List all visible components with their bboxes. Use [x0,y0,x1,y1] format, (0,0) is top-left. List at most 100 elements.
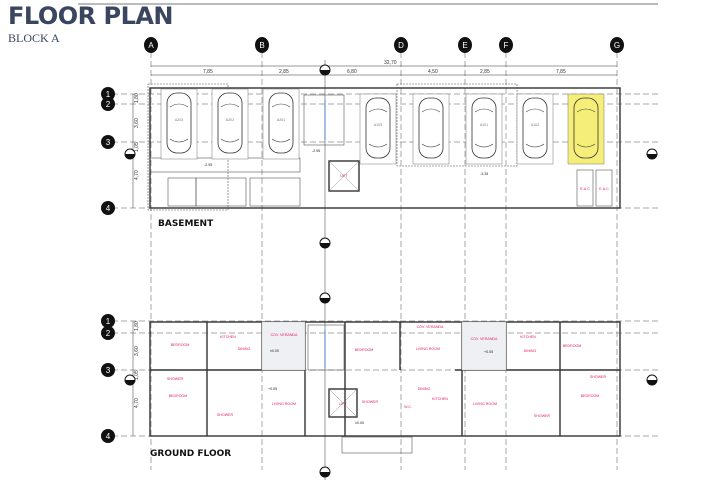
dimension-vertical: 1,80 [134,93,140,103]
level-mark: -2.95 [312,149,320,153]
level-mark: +0.05 [484,350,493,354]
row-marker: 4 [101,429,115,443]
car-icon [471,97,497,159]
room-label-bedroom: BEDROOM [355,348,374,352]
level-mark: -3.35 [480,172,488,176]
eac-label: E.A.C [599,187,609,191]
car-icon [268,92,294,154]
column-marker-label: E [462,41,467,50]
section-marker-icon [319,64,331,76]
section-marker-icon [646,148,658,160]
section-marker-icon [124,148,136,160]
column-marker-label: F [504,41,509,50]
dimension-total: 32,70 [384,60,397,66]
parking-space [412,93,450,165]
row-marker-label: 2 [106,100,111,109]
dimension-segment: 6,80 [347,69,357,75]
car-icon [365,97,391,159]
row-marker-label: 4 [106,432,111,441]
room-label-wc: W.C. [404,405,412,409]
parking-space: A103 [359,93,397,165]
section-marker-icon [646,374,658,386]
page-title: FLOOR PLAN [8,2,174,30]
column-marker-label: D [398,41,404,50]
dimension-segment: 4,50 [428,69,438,75]
basement-label: BASEMENT [158,219,214,229]
room-label-living: LIVING ROOM [272,402,296,406]
room-label-shower: SHOWER [217,413,234,417]
parking-space-label: A203 [175,118,183,122]
section-marker-icon [124,374,136,386]
row-marker-label: 1 [106,317,111,326]
ground-floor-plan: BEDROOM KITCHEN DINING COV. VERANDA SHOW… [149,321,621,459]
column-marker: F [499,37,513,53]
dimension-segment: 2,85 [480,69,490,75]
parking-space [567,93,605,165]
level-mark: ±0.00 [355,421,364,425]
room-label-shower: SHOWER [590,375,607,379]
lift-shaft [328,160,360,192]
room-label-shower: SHOWER [362,400,379,404]
car-icon [418,97,444,159]
room-label-dining: DINING [238,347,251,351]
row-marker: 3 [101,363,115,377]
room-label-dining: DINING [418,387,431,391]
row-marker-label: 4 [106,204,111,213]
room-label-bedroom: BEDROOM [581,394,600,398]
dimension-vertical: 1,05 [134,142,140,152]
parking-space-label: A201 [277,118,285,122]
room-label-veranda: COV. VERANDA [471,337,498,341]
level-mark: ±0.00 [270,349,279,353]
parking-space: A101 [465,93,503,165]
section-marker-icon [319,466,331,478]
column-marker: E [458,37,472,53]
room-label-living: LIVING ROOM [416,347,440,351]
car-icon [573,97,599,159]
dimension-segment: 7,85 [203,69,213,75]
car-icon [217,92,243,154]
dimension-chain: 32,70 7,85 2,85 6,80 4,50 2,85 7,85 1,80… [132,60,617,436]
row-marker-label: 2 [106,329,111,338]
car-icon [522,97,548,159]
car-icon [166,92,192,154]
section-marker-icon [319,292,331,304]
parking-space: A102 [516,93,554,165]
room-label-veranda: COV. VERANDA [417,325,444,329]
parking-space-label: A103 [374,123,382,127]
column-marker: B [255,37,269,53]
row-marker-label: 1 [106,90,111,99]
dimension-segment: 7,85 [556,69,566,75]
stairs [303,94,345,146]
parking-space: A202 [211,88,249,160]
room-label-veranda: COV. VERANDA [271,333,298,337]
dimension-vertical: 4,70 [134,398,140,408]
room-label-bedroom: BEDROOM [171,343,190,347]
room-label-shower: SHOWER [534,414,551,418]
column-marker: D [394,37,408,53]
column-marker: A [144,37,158,53]
room-label-kitchen: KITCHEN [220,335,236,339]
row-marker-label: 3 [106,366,111,375]
dimension-vertical: 3,60 [134,346,140,356]
column-marker-label: A [148,41,154,50]
row-marker: 2 [101,97,115,111]
room-label-shower: SHOWER [167,377,184,381]
level-mark: +0.05 [268,387,277,391]
lift-label: LIFT [340,174,348,178]
dimension-vertical: 4,70 [134,170,140,180]
page-subtitle: BLOCK A [8,31,60,45]
dimension-vertical: 3,60 [134,118,140,128]
column-marker-label: B [259,41,264,50]
header-rule [78,3,658,5]
row-marker: 3 [101,135,115,149]
room-label-kitchen: KITCHEN [520,335,536,339]
room-label-kitchen: KITCHEN [432,397,448,401]
ground-floor-label: GROUND FLOOR [150,449,231,459]
parking-space: A203 [160,88,198,160]
column-marker-label: G [614,41,620,50]
parking-space-label: A102 [531,123,539,127]
parking-space: A201 [262,88,300,160]
room-label-bedroom: BEDROOM [169,394,188,398]
